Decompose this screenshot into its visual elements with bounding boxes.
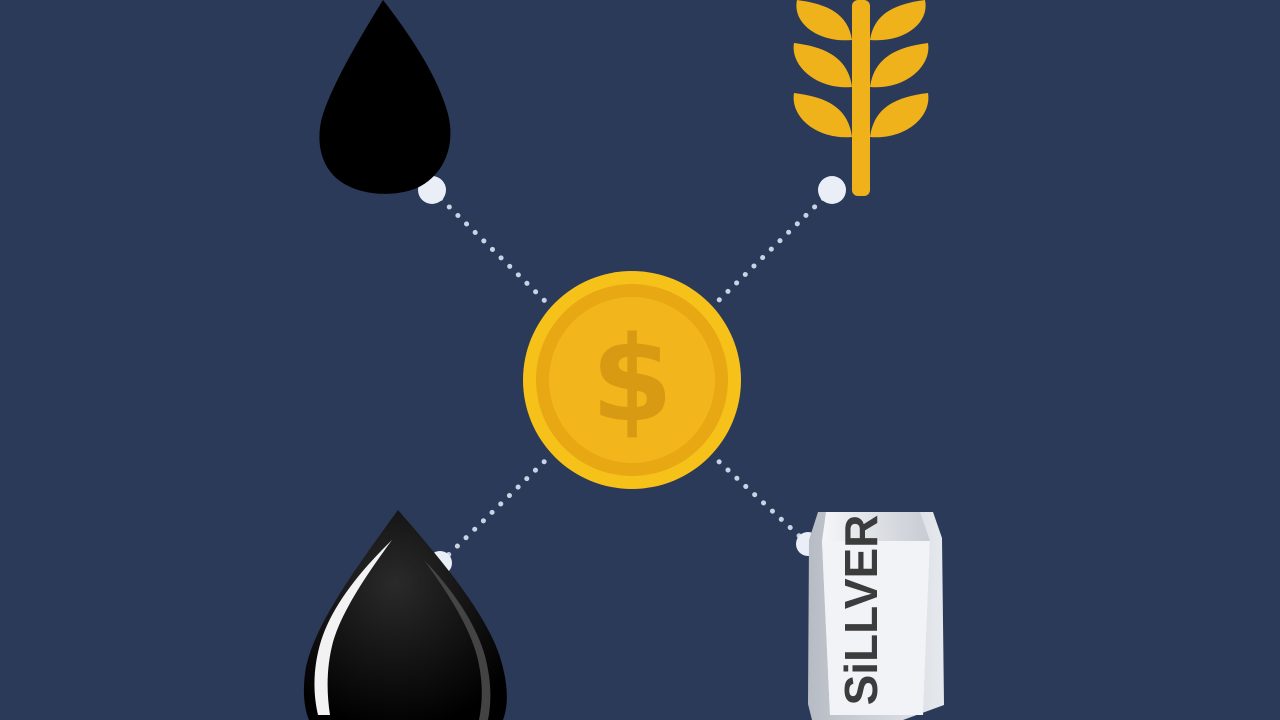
wheat-stem bbox=[852, 0, 870, 196]
dollar-symbol: $ bbox=[591, 310, 673, 448]
connector-lines bbox=[429, 187, 835, 566]
wheat-leaf-left-3 bbox=[793, 93, 852, 138]
droplet-icon bbox=[303, 510, 507, 720]
wheat-leaf-right-2 bbox=[870, 43, 929, 88]
oil-drop-highlight-right bbox=[424, 560, 491, 720]
wheat-leaf-right-3 bbox=[870, 93, 929, 138]
wheat-leaf-left-2 bbox=[793, 43, 852, 88]
wheat-leaf-left-1 bbox=[796, 0, 852, 41]
oil-drop-top-left bbox=[319, 0, 451, 194]
wheat-leaf-right-1 bbox=[870, 0, 926, 41]
oil-drop-bottom-left bbox=[303, 510, 507, 720]
coin-inner bbox=[549, 297, 715, 463]
connector-top-left bbox=[429, 187, 551, 307]
dot-top-right bbox=[818, 176, 846, 204]
oil-drop-highlight-left bbox=[314, 540, 392, 715]
connector-bottom-left bbox=[437, 455, 551, 566]
wheat-icon bbox=[793, 0, 929, 196]
silver-bar-icon: SiLLVER bbox=[808, 512, 944, 720]
silver-bar-label: SiLLVER bbox=[835, 515, 887, 706]
droplet-icon bbox=[319, 0, 451, 194]
silver-bar-face bbox=[822, 541, 930, 715]
dollar-coin: $ bbox=[523, 271, 741, 489]
